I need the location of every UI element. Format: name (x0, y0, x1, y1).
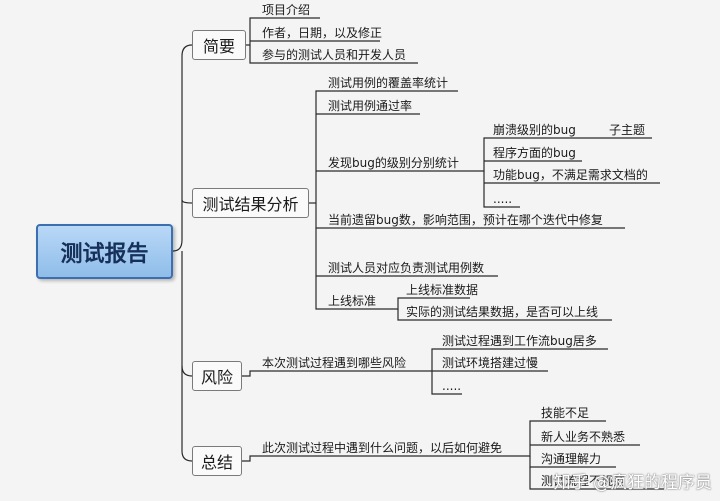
connector-risk-1 (420, 348, 608, 372)
bug-level-subtopic[interactable]: 子主题 (609, 123, 646, 137)
root-node[interactable]: 测试报告 (36, 224, 173, 279)
connector-analysis-1 (315, 90, 458, 203)
connector-root-risk (181, 251, 193, 377)
connector-root-conclusion (181, 366, 193, 462)
bug-level-item[interactable]: ..... (493, 192, 513, 206)
connector-bug-1 (478, 137, 600, 172)
connector-root-analysis (181, 199, 193, 204)
risk-item[interactable]: ..... (442, 379, 462, 393)
conclusion-item[interactable]: 沟通理解力 (541, 452, 602, 466)
summary-item[interactable]: 参与的测试人员和开发人员 (262, 48, 407, 62)
bug-level-item[interactable]: 程序方面的bug (493, 146, 576, 160)
connector-analysis-6 (315, 228, 392, 310)
branch-summary[interactable]: 简要 (192, 30, 246, 60)
connector-risk-stem (242, 370, 420, 377)
analysis-item[interactable]: 测试用例的覆盖率统计 (328, 76, 449, 90)
conclusion-item[interactable]: 技能不足 (541, 406, 590, 420)
watermark: 知乎 @疯狂的程序员 (553, 473, 712, 493)
summary-item[interactable]: 项目介绍 (262, 3, 311, 17)
connector-launch-1 (392, 297, 470, 310)
risk-question[interactable]: 本次测试过程遇到哪些风险 (262, 356, 407, 370)
connector-summary-1 (246, 17, 320, 46)
risk-item[interactable]: 测试过程遇到工作流bug居多 (442, 334, 597, 348)
analysis-item[interactable]: 测试人员对应负责测试用例数 (328, 261, 485, 275)
connector-risk-3 (431, 371, 462, 395)
analysis-item[interactable]: 上线标准 (328, 294, 377, 308)
connector-bug-4 (483, 171, 520, 208)
risk-item[interactable]: 测试环境搭建过慢 (442, 356, 539, 370)
branch-test-analysis[interactable]: 测试结果分析 (192, 188, 309, 218)
launch-criteria-item[interactable]: 实际的测试结果数据，是否可以上线 (406, 305, 599, 319)
bug-level-item[interactable]: 功能bug，不满足需求文档的 (493, 168, 648, 182)
launch-criteria-item[interactable]: 上线标准数据 (406, 283, 479, 297)
connector-conclusion-stem (242, 455, 520, 462)
bug-level-item[interactable]: 崩溃级别的bug (493, 123, 576, 137)
summary-item[interactable]: 作者，日期，以及修正 (262, 26, 383, 40)
conclusion-question[interactable]: 此次测试过程中遇到什么问题，以后如何避免 (262, 441, 503, 455)
conclusion-item[interactable]: 新人业务不熟悉 (541, 430, 626, 444)
conclusion-item[interactable]: 测试流程不规范 (541, 474, 626, 488)
branch-conclusion[interactable]: 总结 (192, 446, 242, 476)
branch-risk[interactable]: 风险 (192, 361, 242, 391)
connector-summary-3 (249, 45, 418, 64)
analysis-item[interactable]: 当前遗留bug数，影响范围，预计在哪个迭代中修复 (328, 213, 603, 227)
analysis-item[interactable]: 测试用例通过率 (328, 99, 413, 113)
connector-launch-2 (397, 309, 612, 321)
connector-root-summary (172, 44, 193, 252)
analysis-item[interactable]: 发现bug的级别分别统计 (328, 156, 459, 170)
connector-conclusion-4 (529, 467, 664, 490)
connector-conclusion-1 (520, 420, 606, 457)
